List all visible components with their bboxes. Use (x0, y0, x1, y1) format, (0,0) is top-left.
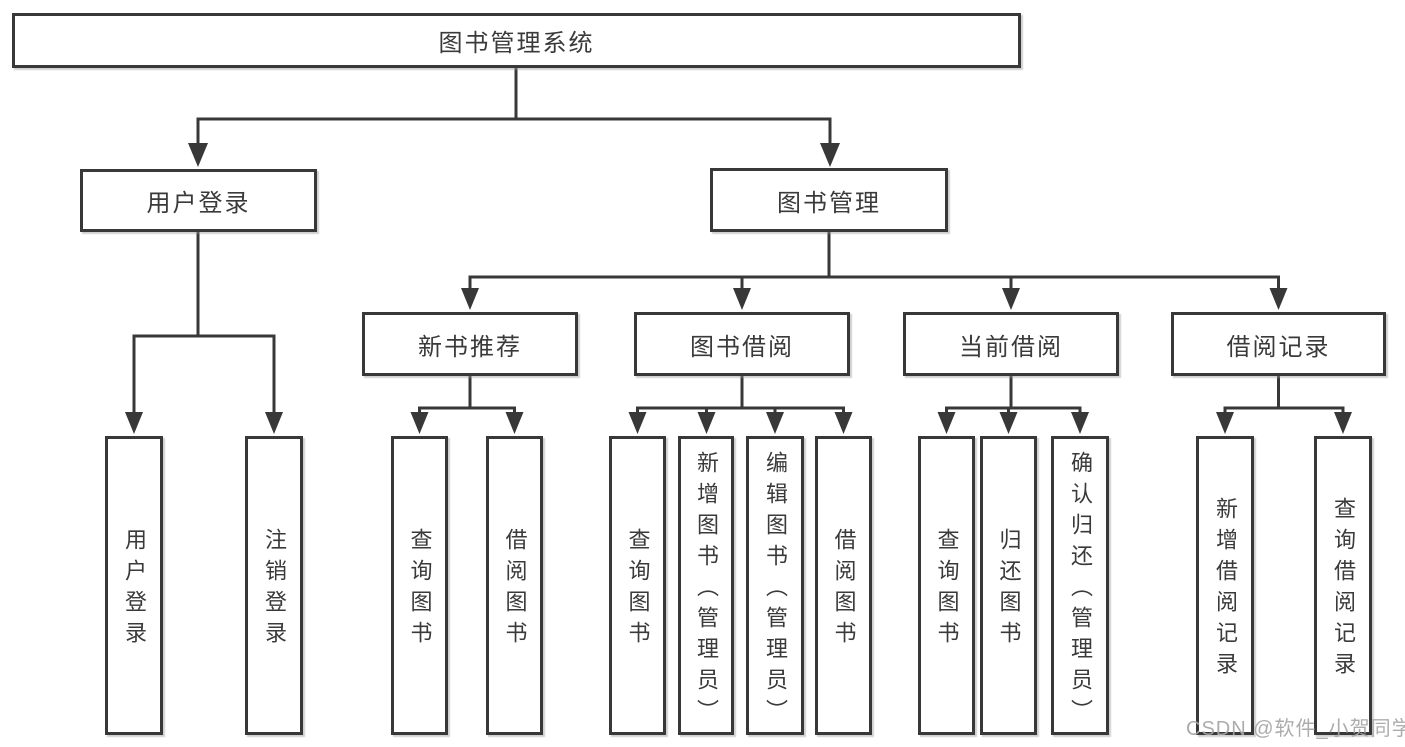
node-book-borrowing: 图书借阅 (634, 312, 850, 376)
leaf-return-books: 归还图书 (980, 436, 1037, 735)
leaf-label: 确认归还（管理员） (1068, 450, 1093, 730)
leaf-label: 编辑图书（管理员） (763, 450, 788, 730)
node-library-management-system: 图书管理系统 (12, 13, 1021, 68)
leaf-label: 用户登录 (122, 528, 147, 652)
leaf-label: 归还图书 (996, 528, 1022, 652)
leaf-label: 注销登录 (262, 528, 287, 652)
node-label: 新书推荐 (418, 333, 522, 361)
node-label: 用户登录 (146, 190, 251, 217)
leaf-borrow-books-borrowing: 借阅图书 (815, 436, 872, 735)
leaf-label: 查询图书 (934, 528, 960, 652)
leaf-add-books-admin: 新增图书（管理员） (678, 436, 734, 735)
node-label: 借阅记录 (1226, 333, 1331, 361)
leaf-user-login: 用户登录 (105, 436, 163, 735)
node-label: 当前借阅 (959, 333, 1063, 361)
node-new-book-recommendation: 新书推荐 (362, 312, 578, 376)
leaf-query-books-recommend: 查询图书 (391, 436, 448, 735)
leaf-label: 借阅图书 (831, 528, 857, 652)
node-label: 图书管理系统 (438, 30, 595, 57)
leaf-label: 查询图书 (407, 528, 433, 652)
leaf-label: 借阅图书 (502, 528, 528, 652)
leaf-query-books-borrowing: 查询图书 (609, 436, 666, 735)
node-label: 图书借阅 (690, 333, 794, 361)
leaf-logout: 注销登录 (245, 436, 303, 735)
node-label: 图书管理 (777, 189, 881, 217)
leaf-borrow-books-recommend: 借阅图书 (486, 436, 543, 735)
leaf-query-books-current: 查询图书 (918, 436, 975, 735)
node-user-login: 用户登录 (80, 169, 317, 232)
leaf-edit-books-admin: 编辑图书（管理员） (746, 436, 804, 735)
leaf-label: 新增图书（管理员） (694, 450, 719, 730)
leaf-label: 查询借阅记录 (1331, 497, 1356, 683)
leaf-confirm-return-admin: 确认归还（管理员） (1051, 436, 1109, 735)
leaf-add-borrow-record: 新增借阅记录 (1196, 436, 1254, 735)
leaf-label: 新增借阅记录 (1213, 497, 1238, 683)
leaf-query-borrow-record: 查询借阅记录 (1314, 436, 1372, 735)
node-book-management: 图书管理 (710, 168, 948, 232)
leaf-label: 查询图书 (625, 528, 651, 652)
node-borrowing-records: 借阅记录 (1171, 312, 1386, 376)
node-current-borrowing: 当前借阅 (903, 312, 1119, 376)
csdn-watermark: CSDN @软件_小贺同学 (1186, 718, 1405, 740)
